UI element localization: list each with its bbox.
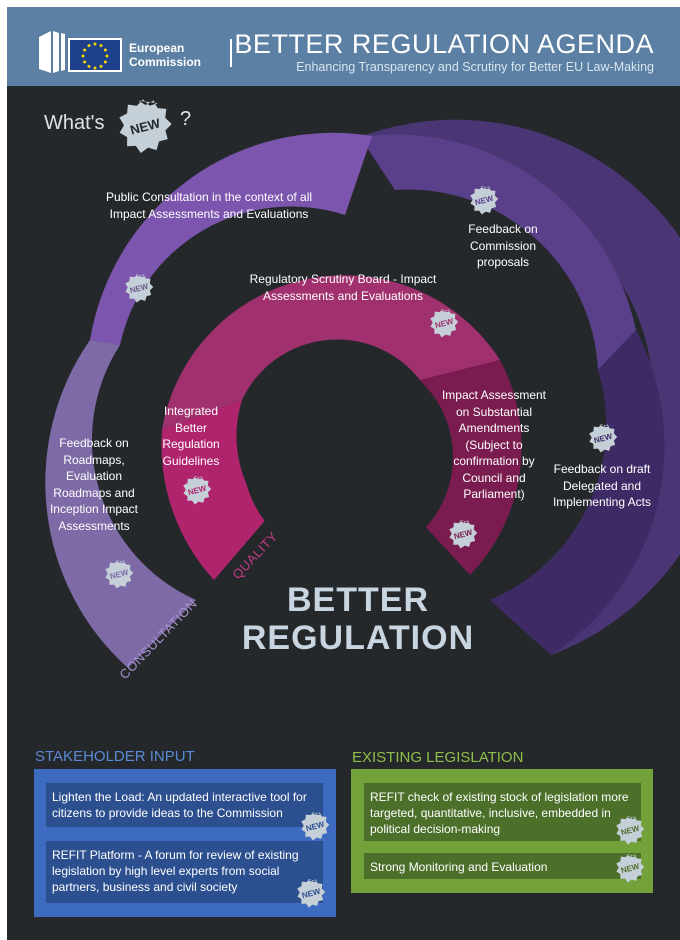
outer-item-feedback-roadmaps: Feedback on Roadmaps, Evaluation Roadmap… xyxy=(49,436,139,533)
stakeholder-box: Lighten the Load: An updated interactive… xyxy=(34,769,336,917)
logo-divider xyxy=(230,39,232,67)
outer-ring-bottom-right xyxy=(490,330,665,655)
logo-line-1: European xyxy=(129,41,185,55)
outer-item-feedback-delegated: Feedback on draft Delegated and Implemen… xyxy=(552,462,652,509)
inner-ring-top xyxy=(162,275,500,430)
ring-center xyxy=(243,352,453,562)
outer-item-feedback-proposals: Feedback on Commission proposals xyxy=(468,222,538,269)
inner-item-scrutiny-board: Regulatory Scrutiny Board - Impact Asses… xyxy=(249,272,437,303)
center-title-line-2: REGULATION xyxy=(241,619,475,657)
inner-ring-left xyxy=(161,400,268,580)
inner-item-guidelines: Integrated Better Regulation Guidelines xyxy=(162,404,220,468)
page-subtitle: Enhancing Transparency and Scrutiny for … xyxy=(296,60,654,74)
inner-item-impact-assessment: Impact Assessment on Substantial Amendme… xyxy=(441,388,547,501)
new-badge-1: NEW xyxy=(121,270,157,306)
new-badge-intro: NEW xyxy=(112,93,178,159)
new-badge-7: NEW xyxy=(101,556,137,592)
whats-label: What's xyxy=(44,112,105,134)
header-banner: European Commission BETTER REGULATION AG… xyxy=(7,7,680,86)
outer-ring-top-right xyxy=(360,134,636,370)
center-title-line-1: BETTER xyxy=(287,581,429,619)
outer-ring-top-left xyxy=(90,132,372,345)
stakeholder-heading: STAKEHOLDER INPUT xyxy=(35,748,195,765)
new-badge-4: NEW xyxy=(585,420,621,456)
eu-flag-icon xyxy=(39,31,122,73)
new-badge-3: NEW xyxy=(426,305,462,341)
new-badge-6: NEW xyxy=(445,516,481,552)
question-mark: ? xyxy=(180,108,192,130)
stakeholder-card-lighten-load: Lighten the Load: An updated interactive… xyxy=(46,783,323,827)
outer-item-public-consultation: Public Consultation in the context of al… xyxy=(105,190,313,221)
existing-box: REFIT check of existing stock of legisla… xyxy=(351,769,653,893)
logo-line-2: Commission xyxy=(129,55,202,69)
outer-ring-left xyxy=(45,340,196,668)
stakeholder-card-refit-platform: REFIT Platform - A forum for review of e… xyxy=(46,841,323,903)
page-title: BETTER REGULATION AGENDA xyxy=(234,29,654,59)
existing-card-monitoring: Strong Monitoring and Evaluation xyxy=(364,853,641,879)
existing-card-refit-check: REFIT check of existing stock of legisla… xyxy=(364,783,641,841)
new-badge-2: NEW xyxy=(466,182,502,218)
existing-heading: EXISTING LEGISLATION xyxy=(352,749,524,766)
new-badge-5: NEW xyxy=(179,472,215,508)
logo-label: European Commission xyxy=(129,41,201,69)
european-commission-logo: European Commission xyxy=(37,29,232,75)
